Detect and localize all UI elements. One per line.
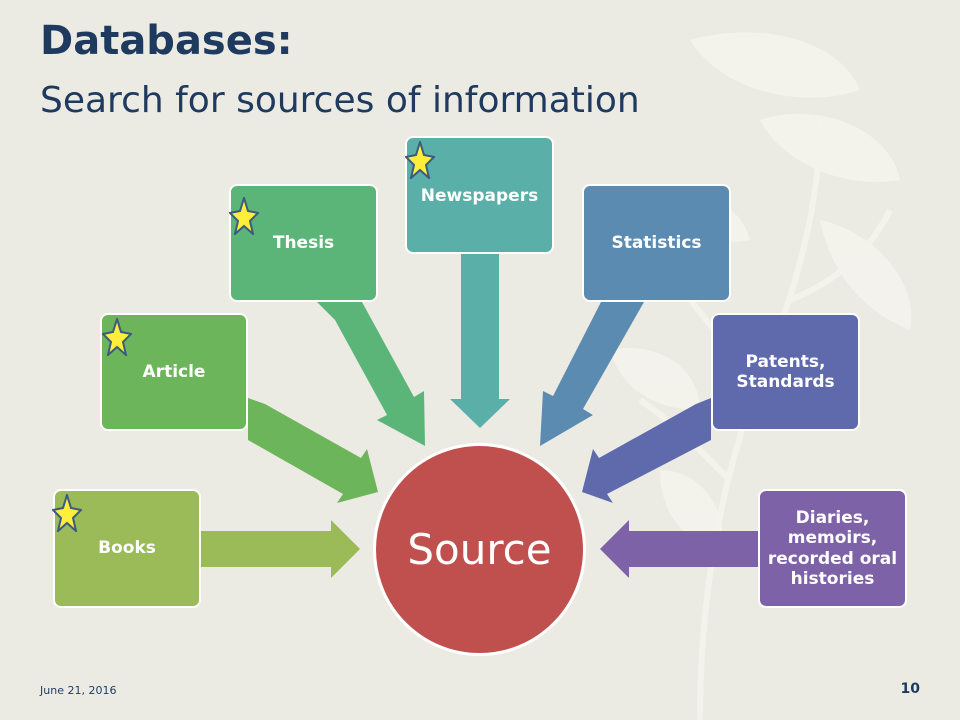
arrow-diaries [600, 520, 758, 578]
node-books: Books [53, 489, 201, 608]
star-icon-newspapers [405, 141, 435, 179]
slide-subtitle: Search for sources of information [40, 80, 640, 121]
node-patents-label-line-2: Standards [736, 372, 835, 392]
node-diaries-label-line-2: memoirs, [787, 528, 878, 549]
node-newspapers-label: Newspapers [420, 186, 539, 206]
source-circle: Source [373, 443, 586, 656]
node-statistics: Statistics [582, 184, 731, 302]
source-label: Source [407, 525, 552, 574]
slide-title: Databases: [40, 18, 293, 64]
node-patents: Patents, Standards [711, 313, 860, 431]
star-icon-article [102, 318, 132, 356]
node-diaries: Diaries, memoirs, recorded oral historie… [758, 489, 907, 608]
star-icon-thesis [229, 197, 259, 235]
node-diaries-label-line-4: histories [790, 568, 875, 589]
star-icon-books [52, 494, 82, 532]
page-number: 10 [900, 681, 920, 697]
arrow-thesis [317, 302, 425, 446]
node-books-label: Books [98, 538, 156, 559]
footer-date: June 21, 2016 [40, 684, 117, 697]
node-diaries-label-line-1: Diaries, [795, 507, 870, 528]
arrow-statistics [540, 302, 644, 446]
arrow-article [248, 398, 378, 503]
arrow-books [201, 520, 360, 578]
node-article-label: Article [142, 361, 206, 382]
node-thesis: Thesis [229, 184, 378, 302]
arrow-newspapers [450, 254, 510, 428]
node-diaries-label-line-3: recorded oral [767, 548, 898, 569]
node-statistics-label: Statistics [611, 232, 702, 253]
arrow-patents [582, 398, 711, 503]
node-thesis-label: Thesis [272, 232, 335, 253]
node-patents-label-line-1: Patents, [745, 351, 826, 372]
